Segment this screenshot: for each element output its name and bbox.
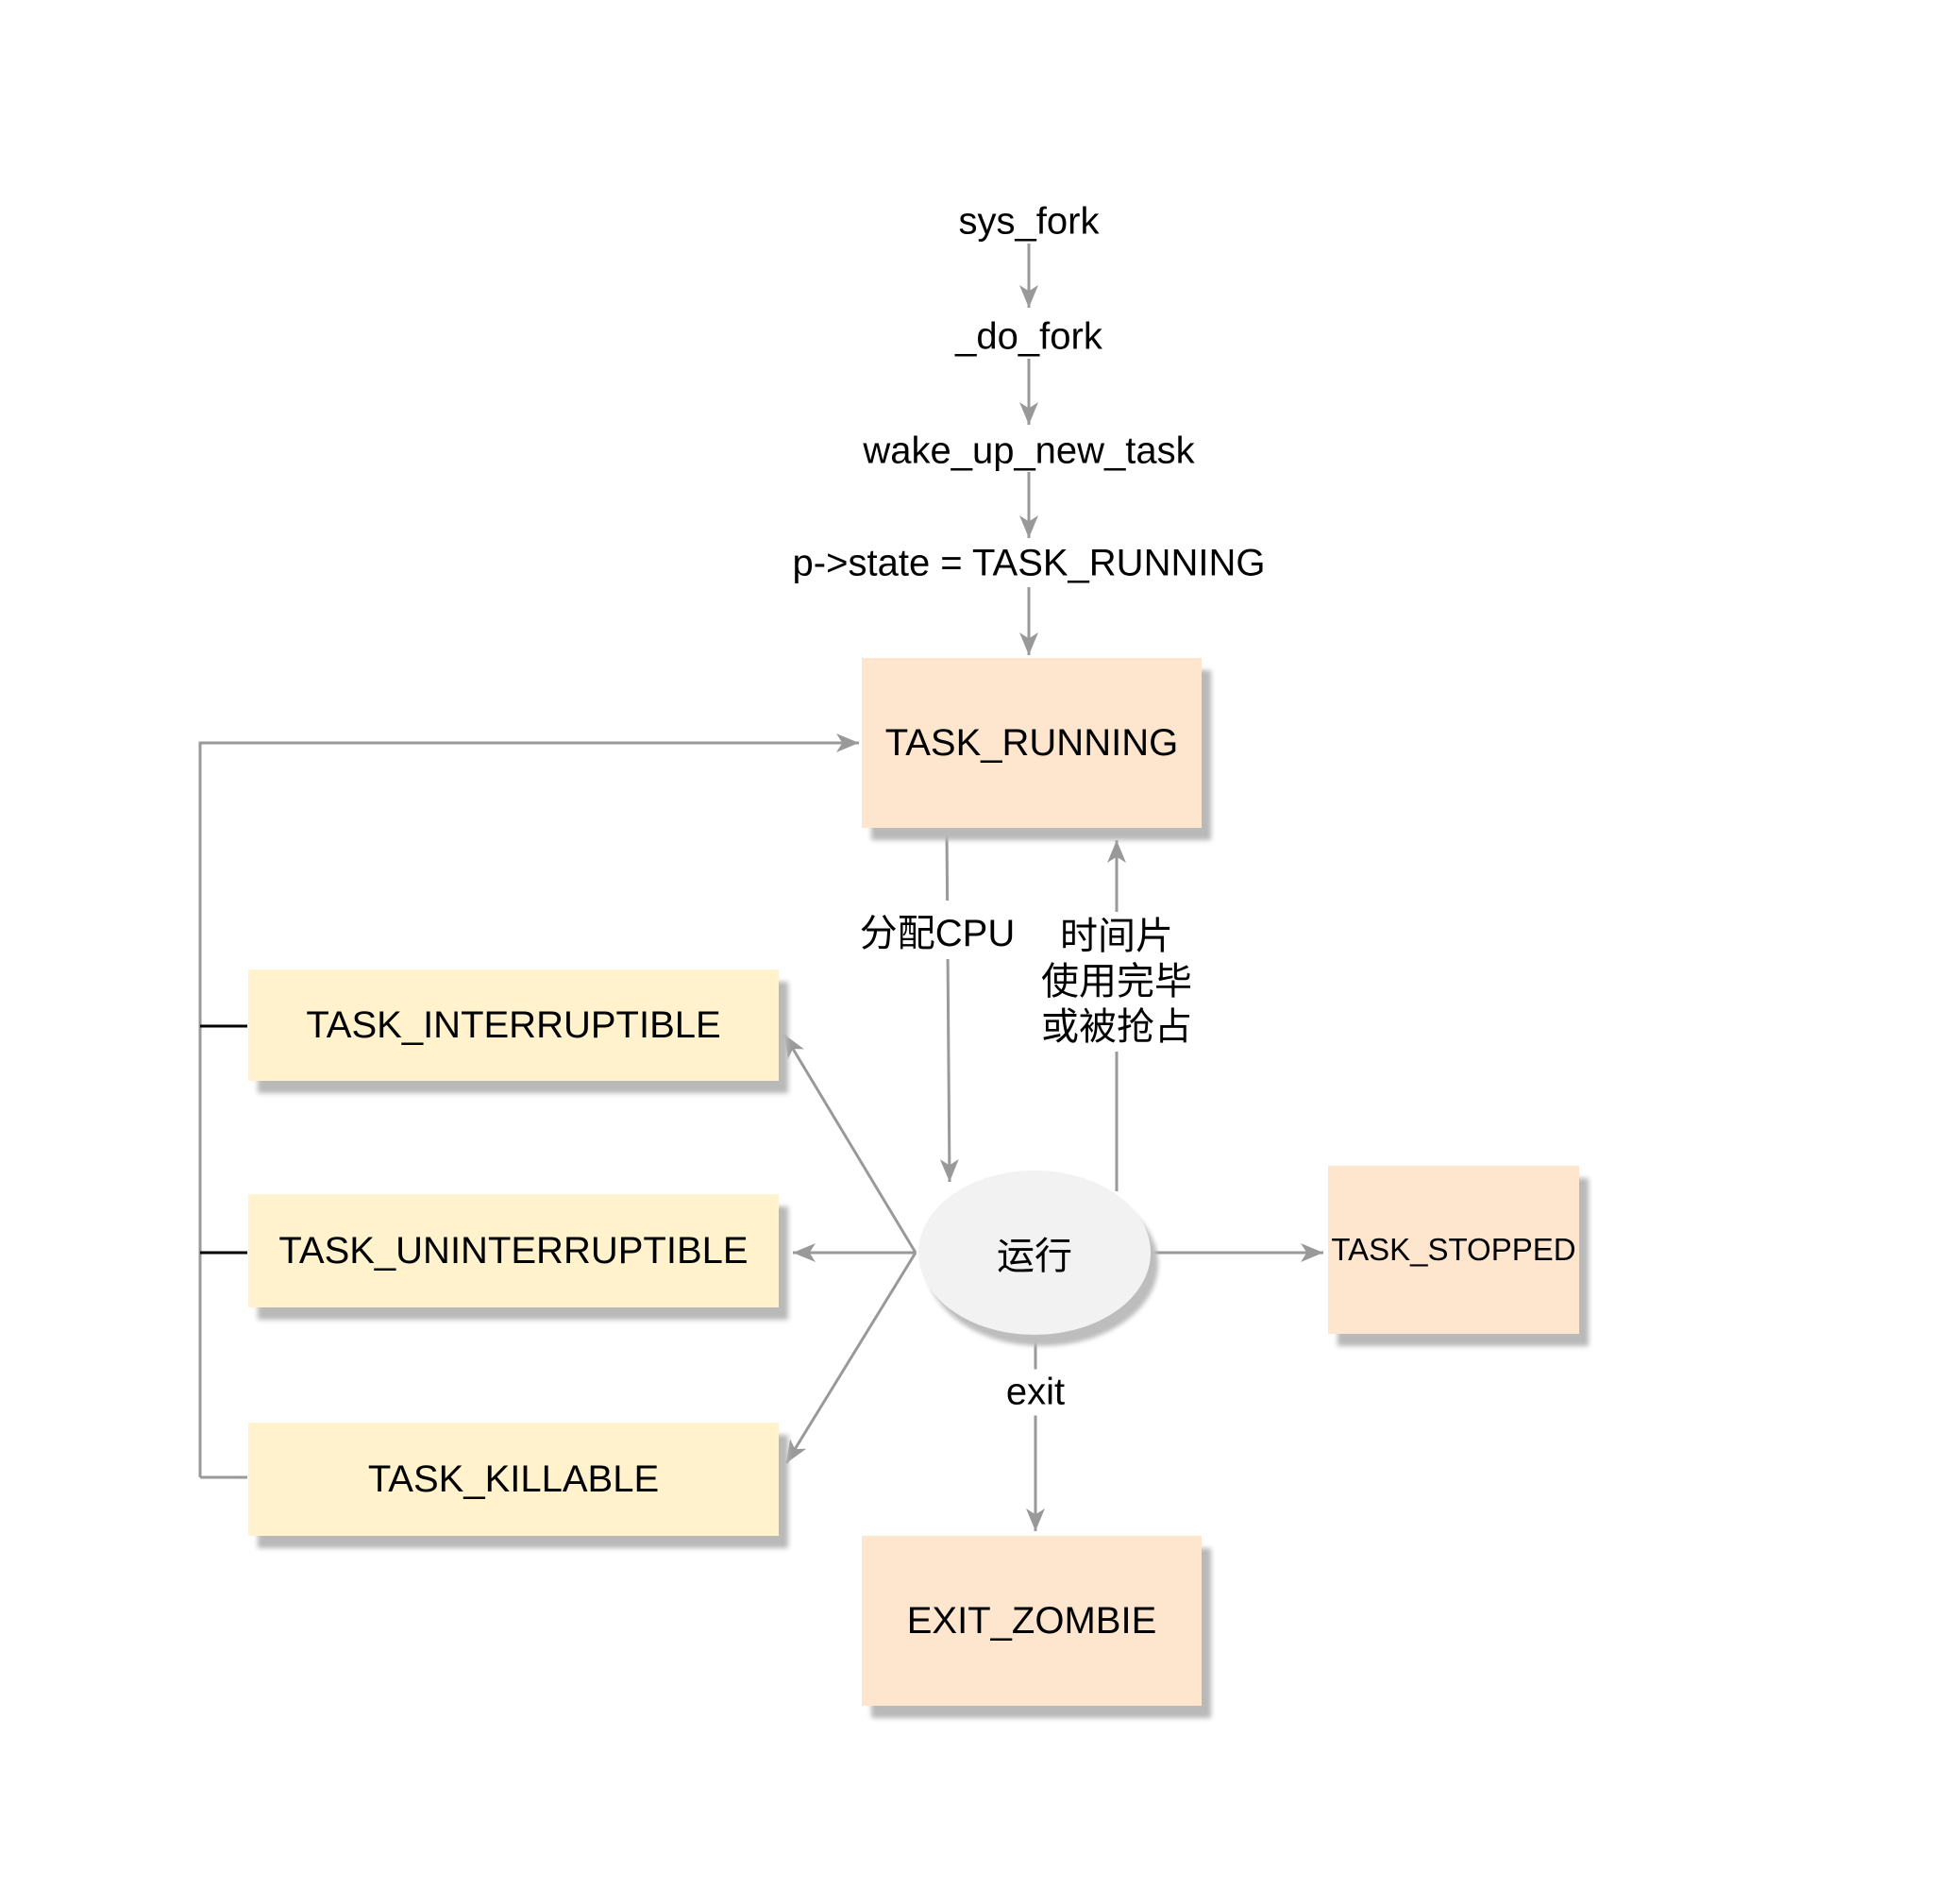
label-set-state-task-running: p->state = TASK_RUNNING [792, 542, 1266, 584]
arrow-allocate-cpu [939, 829, 959, 1183]
label-sys-fork: sys_fork [958, 200, 1100, 243]
node-task-interruptible: TASK_INTERRUPTIBLE [248, 969, 779, 1081]
label-wake-up-new-task: wake_up_new_task [863, 430, 1195, 472]
node-task-running-label: TASK_RUNNING [884, 721, 1179, 764]
node-running-ellipse: 运行 [918, 1171, 1151, 1335]
node-exit-zombie: EXIT_ZOMBIE [862, 1536, 1202, 1706]
edge-label-allocate-cpu: 分配CPU [850, 901, 1025, 959]
node-task-stopped: TASK_STOPPED [1328, 1166, 1579, 1334]
edge-label-timeslice-line3: 或被抢占 [1041, 1006, 1192, 1048]
edge-label-timeslice-line2: 使用完毕 [1041, 961, 1192, 1003]
edge-label-timeslice: 时间片 使用完毕 或被抢占 [1032, 912, 1202, 1052]
arrow-to-killable [784, 1252, 917, 1464]
node-task-stopped-label: TASK_STOPPED [1331, 1232, 1576, 1267]
node-task-uninterruptible-label: TASK_UNINTERRUPTIBLE [278, 1229, 749, 1272]
node-task-killable: TASK_KILLABLE [248, 1423, 779, 1536]
edge-label-exit: exit [996, 1369, 1075, 1416]
edge-wakeup-path-to-taskrunning [198, 733, 859, 1477]
node-exit-zombie-label: EXIT_ZOMBIE [906, 1599, 1157, 1642]
node-task-interruptible-label: TASK_INTERRUPTIBLE [306, 1003, 721, 1046]
node-task-uninterruptible: TASK_UNINTERRUPTIBLE [248, 1194, 779, 1307]
edge-label-timeslice-line1: 时间片 [1060, 916, 1173, 957]
arrow-to-interruptible [782, 1034, 917, 1254]
label-do-fork: _do_fork [955, 315, 1102, 358]
node-task-running: TASK_RUNNING [862, 658, 1202, 828]
node-running-ellipse-label: 运行 [997, 1236, 1072, 1277]
node-task-killable-label: TASK_KILLABLE [367, 1457, 660, 1500]
